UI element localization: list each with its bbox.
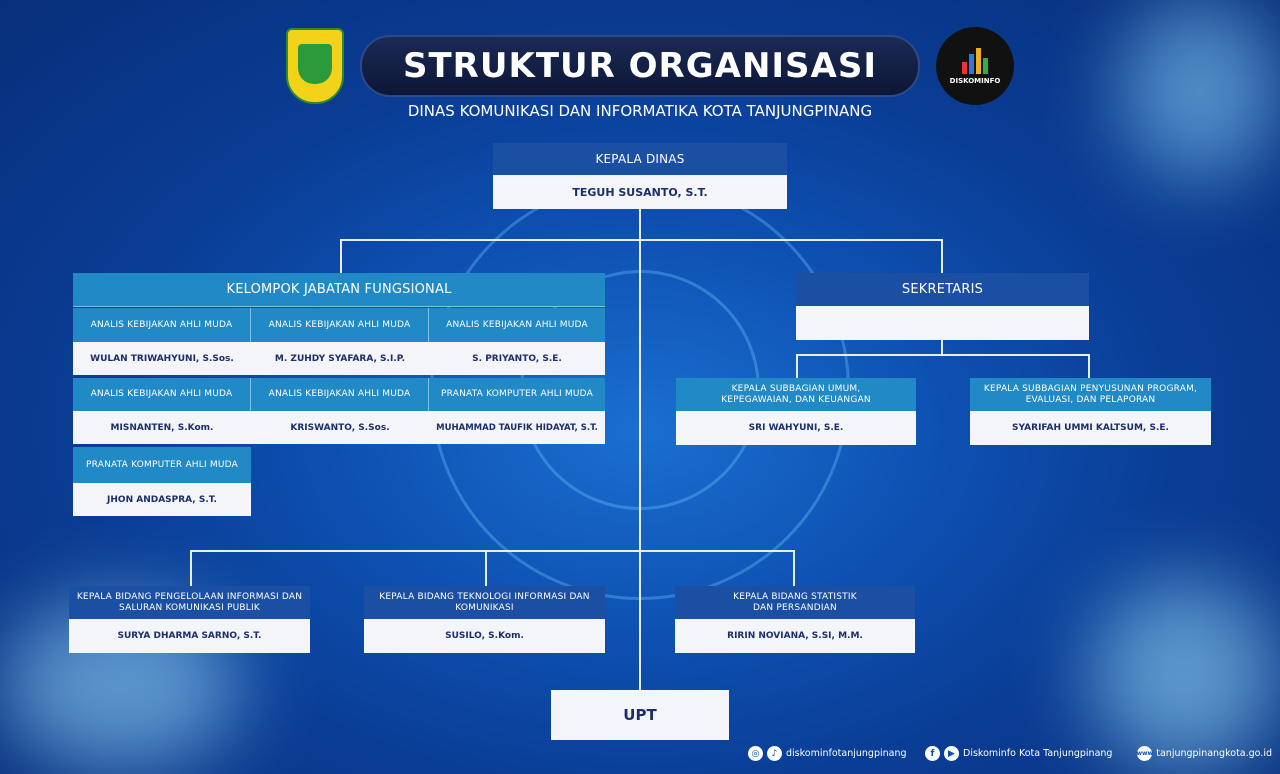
connector-line	[941, 239, 943, 273]
sekretaris-name	[796, 306, 1089, 340]
kepala-dinas-title: KEPALA DINAS	[493, 143, 787, 175]
background-glow	[1120, 0, 1280, 180]
fungsional-name: M. ZUHDY SYAFARA, S.I.P.	[251, 342, 429, 375]
bidang-role: KEPALA BIDANG PENGELOLAAN INFORMASI DAN …	[69, 586, 310, 619]
sekretaris-title: SEKRETARIS	[796, 273, 1089, 306]
footer-social: ◎ ♪ diskominfotanjungpinang	[748, 746, 907, 761]
logo-text: DISKOMINFO	[949, 76, 1001, 85]
footer-website: www tanjungpinangkota.go.id	[1136, 746, 1272, 761]
globe-icon: www	[1136, 746, 1153, 761]
connector-line	[340, 239, 342, 273]
upt-box: UPT	[551, 690, 729, 740]
subbagian-role: KEPALA SUBBAGIAN UMUM, KEPEGAWAIAN, DAN …	[676, 378, 916, 411]
facebook-youtube-name[interactable]: Diskominfo Kota Tanjungpinang	[963, 748, 1113, 759]
youtube-icon: ▶	[944, 746, 959, 761]
fungsional-name: KRISWANTO, S.Sos.	[251, 411, 429, 444]
bidang-role: KEPALA BIDANG TEKNOLOGI INFORMASI DAN KO…	[364, 586, 605, 619]
social-handle[interactable]: diskominfotanjungpinang	[786, 748, 907, 759]
diskominfo-logo: DISKOMINFO	[936, 27, 1014, 105]
connector-line	[796, 354, 798, 378]
background-glow	[1090, 580, 1280, 770]
page-subtitle: DINAS KOMUNIKASI DAN INFORMATIKA KOTA TA…	[407, 102, 873, 120]
connector-line	[796, 354, 1090, 356]
subbagian-name: SRI WAHYUNI, S.E.	[676, 411, 916, 445]
fungsional-role: ANALIS KEBIJAKAN AHLI MUDA	[73, 378, 251, 411]
connector-line	[190, 550, 192, 586]
fungsional-role: ANALIS KEBIJAKAN AHLI MUDA	[73, 308, 251, 342]
subbagian-name: SYARIFAH UMMI KALTSUM, S.E.	[970, 411, 1211, 445]
kepala-dinas-name: TEGUH SUSANTO, S.T.	[493, 175, 787, 209]
subbagian-role: KEPALA SUBBAGIAN PENYUSUNAN PROGRAM, EVA…	[970, 378, 1211, 411]
page-title: STRUKTUR ORGANISASI	[360, 35, 920, 97]
fungsional-name: MISNANTEN, S.Kom.	[73, 411, 251, 444]
website-link[interactable]: tanjungpinangkota.go.id	[1156, 748, 1272, 759]
connector-line	[190, 550, 795, 552]
fungsional-name: MUHAMMAD TAUFIK HIDAYAT, S.T.	[429, 411, 605, 444]
fungsional-role: PRANATA KOMPUTER AHLI MUDA	[429, 378, 605, 411]
fungsional-role: ANALIS KEBIJAKAN AHLI MUDA	[251, 378, 429, 411]
fungsional-role: PRANATA KOMPUTER AHLI MUDA	[73, 447, 251, 483]
connector-line	[941, 340, 943, 355]
fungsional-name: JHON ANDASPRA, S.T.	[73, 483, 251, 516]
bidang-name: RIRIN NOVIANA, S.SI, M.M.	[675, 619, 915, 653]
instagram-icon: ◎	[748, 746, 763, 761]
bidang-role: KEPALA BIDANG STATISTIK DAN PERSANDIAN	[675, 586, 915, 619]
connector-line	[639, 209, 641, 690]
connector-line	[793, 550, 795, 586]
footer-facebook-youtube: f ▶ Diskominfo Kota Tanjungpinang	[925, 746, 1112, 761]
fungsional-role: ANALIS KEBIJAKAN AHLI MUDA	[251, 308, 429, 342]
fungsional-name: S. PRIYANTO, S.E.	[429, 342, 605, 375]
connector-line	[340, 239, 943, 241]
facebook-icon: f	[925, 746, 940, 761]
fungsional-title: KELOMPOK JABATAN FUNGSIONAL	[73, 273, 605, 307]
fungsional-role: ANALIS KEBIJAKAN AHLI MUDA	[429, 308, 605, 342]
connector-line	[1088, 354, 1090, 378]
city-emblem-logo	[286, 28, 344, 104]
connector-line	[485, 550, 487, 586]
bidang-name: SURYA DHARMA SARNO, S.T.	[69, 619, 310, 653]
fungsional-name: WULAN TRIWAHYUNI, S.Sos.	[73, 342, 251, 375]
bidang-name: SUSILO, S.Kom.	[364, 619, 605, 653]
tiktok-icon: ♪	[767, 746, 782, 761]
